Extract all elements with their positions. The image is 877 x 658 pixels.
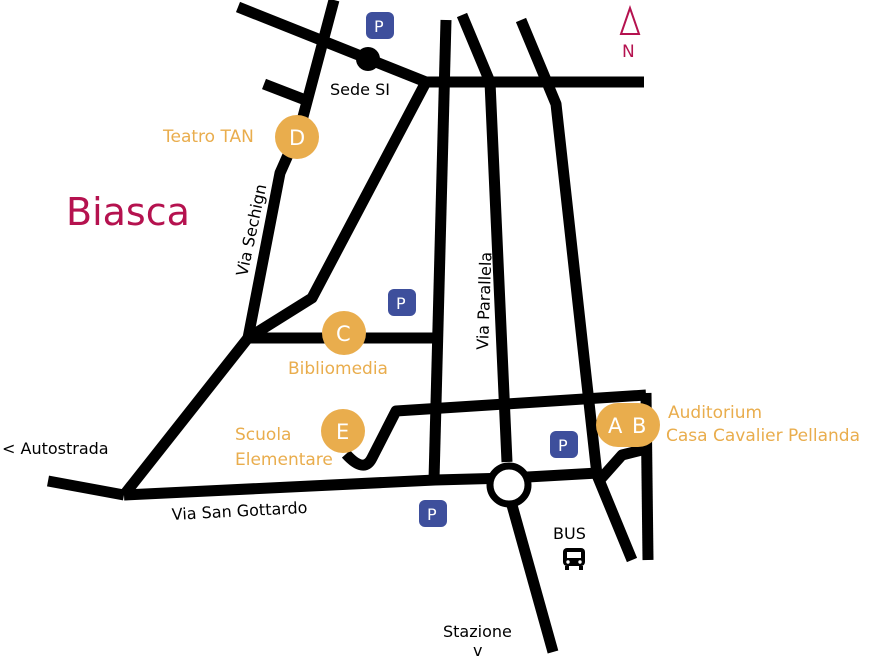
road-via-parallela — [456, 12, 513, 463]
road-top-stub — [262, 78, 310, 107]
svg-text:P: P — [558, 436, 568, 455]
city-title: Biasca — [66, 190, 190, 234]
marker-e[interactable]: E — [321, 409, 365, 453]
north-label: N — [622, 42, 635, 62]
sede-label: Sede SI — [330, 80, 390, 99]
road-diagonal-sede — [245, 79, 431, 343]
marker-b-letter: B — [632, 414, 646, 438]
svg-text:P: P — [427, 505, 437, 524]
marker-c-letter: C — [336, 322, 351, 346]
road-autostrada — [47, 475, 125, 501]
road-to-stazione — [504, 496, 559, 654]
marker-e-letter: E — [336, 420, 349, 444]
stazione-arrow: v — [473, 641, 482, 658]
place-label-auditorium: Auditorium — [668, 403, 762, 423]
road-network — [47, 0, 654, 654]
road-diagonal-sw — [119, 334, 253, 499]
parking-icon: P — [388, 289, 416, 316]
parking-icon: P — [550, 431, 578, 458]
street-label-parallela: Via Parallela — [473, 252, 495, 351]
stazione-label: Stazione — [443, 622, 512, 641]
place-label-scuola-2: Elementare — [235, 450, 333, 470]
parking-icon: P — [419, 500, 447, 527]
marker-c[interactable]: C — [322, 311, 366, 355]
north-arrow-icon: N — [619, 4, 641, 62]
svg-text:P: P — [396, 294, 406, 313]
road-east-link — [593, 443, 648, 486]
street-label-san-gottardo: Via San Gottardo — [171, 498, 308, 524]
bus-icon — [563, 548, 585, 570]
sede-dot — [356, 47, 380, 71]
place-label-teatro-tan: Teatro TAN — [162, 127, 254, 147]
autostrada-label: < Autostrada — [2, 439, 109, 458]
road-top-diagonal — [235, 1, 429, 88]
marker-ab[interactable]: A B — [596, 403, 660, 447]
place-label-bibliomedia: Bibliomedia — [288, 359, 388, 379]
place-label-casa-cavalier: Casa Cavalier Pellanda — [666, 426, 860, 446]
marker-d-letter: D — [289, 126, 305, 150]
road-scuola — [341, 389, 647, 471]
marker-d[interactable]: D — [275, 115, 319, 159]
place-label-scuola-1: Scuola — [235, 425, 291, 445]
svg-text:P: P — [374, 17, 384, 36]
roundabout — [486, 462, 532, 508]
marker-a-letter: A — [608, 414, 623, 438]
road-via-san-gottardo — [123, 467, 599, 501]
road-vertical-3 — [515, 17, 638, 563]
bus-label: BUS — [553, 524, 586, 543]
parking-icon: P — [366, 12, 394, 39]
